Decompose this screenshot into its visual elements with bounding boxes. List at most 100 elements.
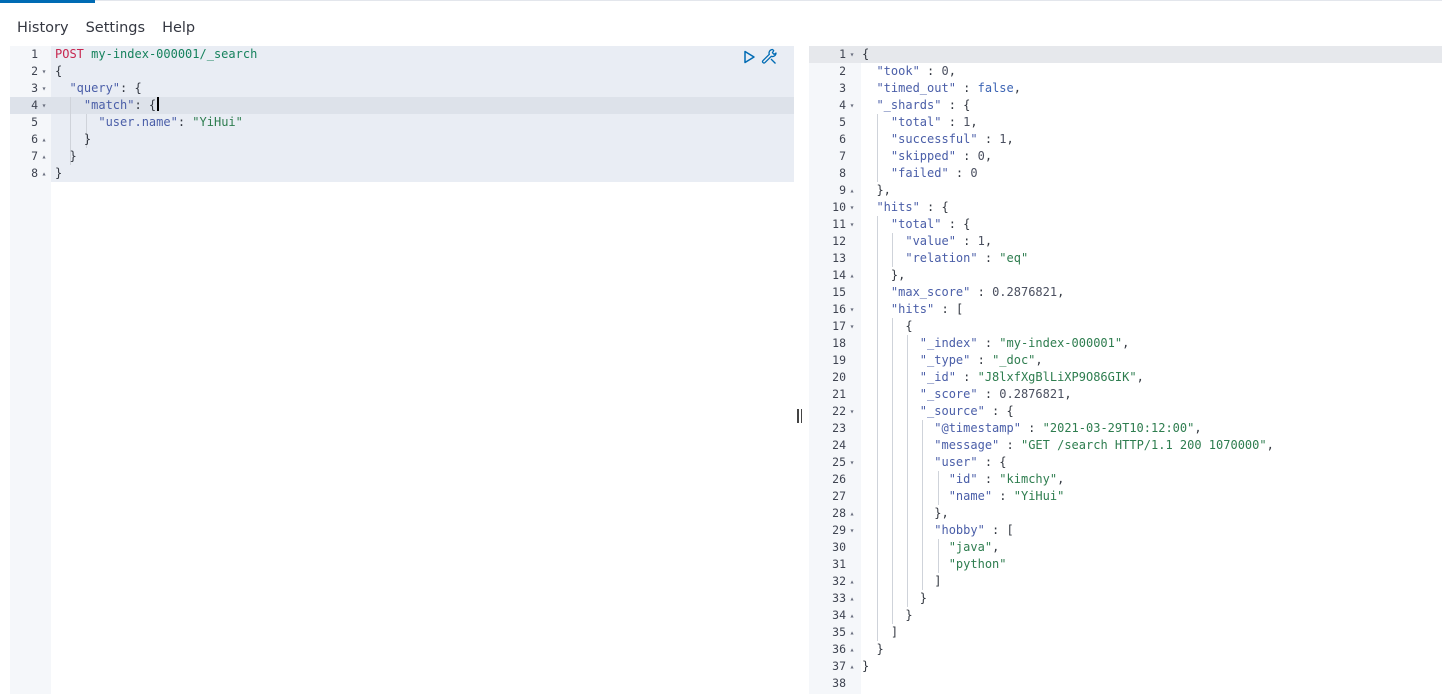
fold-expand-icon[interactable]: ▴ <box>41 152 47 161</box>
line-number: 4 <box>839 98 846 112</box>
response-code-line: 9▴ }, <box>809 182 1442 199</box>
fold-collapse-icon[interactable]: ▾ <box>41 67 47 76</box>
code-text: ] <box>862 625 899 639</box>
request-code-line: 7▴ } <box>10 148 794 165</box>
indent-guide <box>938 539 939 573</box>
indent-guide <box>70 97 71 165</box>
fold-expand-icon[interactable]: ▴ <box>849 186 855 195</box>
line-number: 14 <box>832 268 846 282</box>
response-code-line: 22▾ "_source" : { <box>809 403 1442 420</box>
line-number: 18 <box>832 336 846 350</box>
history-menu-item[interactable]: History <box>17 20 69 36</box>
fold-collapse-icon[interactable]: ▾ <box>849 50 855 59</box>
response-code-line: 23 "@timestamp" : "2021-03-29T10:12:00", <box>809 420 1442 437</box>
code-text: }, <box>862 506 949 520</box>
response-code-line: 15 "max_score" : 0.2876821, <box>809 284 1442 301</box>
active-tab-indicator <box>0 0 95 3</box>
response-code-line: 10▾ "hits" : { <box>809 199 1442 216</box>
request-code-line: 2▾{ <box>10 63 794 80</box>
code-text: "name" : "YiHui" <box>948 489 1065 503</box>
fold-collapse-icon[interactable]: ▾ <box>849 407 855 416</box>
fold-expand-icon[interactable]: ▴ <box>849 645 855 654</box>
response-code-line: 28▴ }, <box>809 505 1442 522</box>
code-text: "_shards" : { <box>876 98 971 112</box>
resize-handle-icon[interactable] <box>797 409 803 423</box>
fold-expand-icon[interactable]: ▴ <box>849 577 855 586</box>
code-text: "failed" : 0 <box>890 166 978 180</box>
code-text: "hits" : [ <box>890 302 964 316</box>
response-editor: 1▾{2 "took" : 0,3 "timed_out" : false,4▾… <box>809 46 1442 694</box>
response-code-line: 37▴} <box>809 658 1442 675</box>
request-block-highlight <box>51 46 794 182</box>
fold-expand-icon[interactable]: ▴ <box>849 628 855 637</box>
code-text: "skipped" : 0, <box>890 149 993 163</box>
code-text: "hits" : { <box>876 200 949 214</box>
fold-expand-icon[interactable]: ▴ <box>41 135 47 144</box>
settings-menu-item[interactable]: Settings <box>85 20 146 36</box>
request-code-line: 5 "user.name": "YiHui" <box>10 114 794 131</box>
code-text: "user" : { <box>934 455 1007 469</box>
response-code-line: 8 "failed" : 0 <box>809 165 1442 182</box>
response-code-line: 12 "value" : 1, <box>809 233 1442 250</box>
line-number: 10 <box>832 200 846 214</box>
fold-collapse-icon[interactable]: ▾ <box>849 322 855 331</box>
response-code-line: 11▾ "total" : { <box>809 216 1442 233</box>
code-text: "@timestamp" : "2021-03-29T10:12:00", <box>934 421 1202 435</box>
code-text: "took" : 0, <box>876 64 956 78</box>
fold-expand-icon[interactable]: ▴ <box>849 594 855 603</box>
code-text: "user.name": "YiHui" <box>98 115 243 129</box>
response-code-line: 16▾ "hits" : [ <box>809 301 1442 318</box>
fold-collapse-icon[interactable]: ▾ <box>849 305 855 314</box>
fold-expand-icon[interactable]: ▴ <box>849 662 855 671</box>
indent-guide <box>907 335 908 607</box>
response-code-line: 7 "skipped" : 0, <box>809 148 1442 165</box>
code-text: }, <box>862 268 906 282</box>
response-code-line: 25▾ "user" : { <box>809 454 1442 471</box>
play-icon[interactable] <box>742 50 756 64</box>
fold-collapse-icon[interactable]: ▾ <box>41 101 47 110</box>
fold-expand-icon[interactable]: ▴ <box>849 611 855 620</box>
fold-collapse-icon[interactable]: ▾ <box>41 84 47 93</box>
code-text: "python" <box>948 557 1007 571</box>
indent-guide <box>877 114 878 182</box>
line-number: 29 <box>832 523 846 537</box>
line-number: 25 <box>832 455 846 469</box>
fold-expand-icon[interactable]: ▴ <box>849 509 855 518</box>
fold-expand-icon[interactable]: ▴ <box>41 169 47 178</box>
fold-collapse-icon[interactable]: ▾ <box>849 101 855 110</box>
code-text: "_score" : 0.2876821, <box>919 387 1072 401</box>
fold-collapse-icon[interactable]: ▾ <box>849 458 855 467</box>
request-code-line: 4▾ "match": { <box>10 97 794 114</box>
indent-guide <box>892 233 893 267</box>
request-code-line: 3▾ "query": { <box>10 80 794 97</box>
wrench-icon[interactable] <box>761 48 778 65</box>
response-code-line: 18 "_index" : "my-index-000001", <box>809 335 1442 352</box>
line-number: 2 <box>839 64 846 78</box>
help-menu-item[interactable]: Help <box>162 20 196 36</box>
fold-collapse-icon[interactable]: ▾ <box>849 220 855 229</box>
code-text: "successful" : 1, <box>890 132 1014 146</box>
line-number: 34 <box>832 608 846 622</box>
line-number: 8 <box>31 166 38 180</box>
code-text: } <box>862 608 913 622</box>
code-text: }, <box>862 183 891 197</box>
line-number: 36 <box>832 642 846 656</box>
code-text: "message" : "GET /search HTTP/1.1 200 10… <box>934 438 1274 452</box>
fold-collapse-icon[interactable]: ▾ <box>849 203 855 212</box>
code-text: POST my-index-000001/_search <box>55 47 258 61</box>
response-code-line: 24 "message" : "GET /search HTTP/1.1 200… <box>809 437 1442 454</box>
code-text: "relation" : "eq" <box>905 251 1029 265</box>
response-code-line: 1▾{ <box>809 46 1442 63</box>
code-text: "_type" : "_doc", <box>919 353 1043 367</box>
fold-expand-icon[interactable]: ▴ <box>849 271 855 280</box>
fold-collapse-icon[interactable]: ▾ <box>849 526 855 535</box>
line-number: 4 <box>31 98 38 112</box>
response-code-line: 30 "java", <box>809 539 1442 556</box>
line-number: 3 <box>839 81 846 95</box>
indent-guide <box>86 114 87 148</box>
line-number: 28 <box>832 506 846 520</box>
line-number: 6 <box>839 132 846 146</box>
response-code-line: 29▾ "hobby" : [ <box>809 522 1442 539</box>
